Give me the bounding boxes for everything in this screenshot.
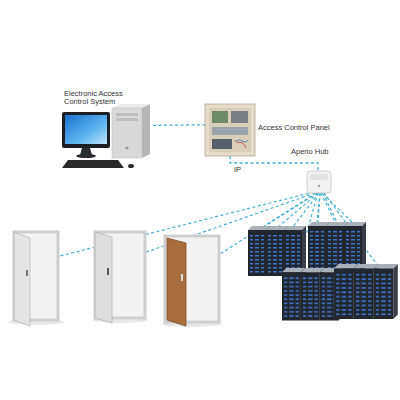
battery	[212, 139, 232, 149]
tower-side	[142, 104, 150, 158]
door-illustration	[8, 232, 64, 326]
panel-illustration	[205, 104, 255, 156]
server-rack	[374, 264, 398, 319]
terminal-block	[212, 127, 248, 135]
wireless-link	[321, 193, 336, 224]
monitor-base	[76, 154, 96, 158]
panel-cabinet	[205, 104, 255, 156]
node-label: Aperio Hub	[291, 148, 329, 157]
power-button	[125, 146, 128, 149]
hub-top	[310, 174, 328, 180]
door-leaf	[14, 232, 30, 326]
wireless-link	[262, 193, 317, 228]
drive-bay	[116, 113, 138, 116]
mouse	[128, 164, 134, 168]
edge-label: IP	[234, 166, 241, 175]
wireless-link	[318, 193, 320, 224]
monitor-screen	[65, 115, 107, 144]
wooden-door-leaf	[167, 238, 186, 326]
door-lock	[107, 268, 109, 275]
dashed-connector	[230, 156, 318, 171]
computer-illustration	[62, 104, 150, 168]
monitor-stand	[80, 148, 92, 155]
door-illustration	[92, 232, 148, 323]
hub-node: Aperio Hub	[307, 171, 331, 193]
node-label: Access Control Panel	[258, 124, 330, 133]
hub-illustration	[307, 171, 331, 193]
tower-front	[112, 108, 142, 158]
panel-interior	[209, 108, 251, 152]
wireless-link	[322, 193, 354, 224]
hub-led	[318, 185, 320, 187]
door-lock	[181, 274, 183, 281]
power-supply	[231, 111, 248, 123]
keyboard	[62, 160, 124, 168]
computer-node: Electronic Access Control System	[58, 108, 153, 170]
panel-node: Access Control Panel	[205, 104, 255, 156]
door-leaf	[95, 232, 112, 323]
door-illustration	[162, 236, 222, 327]
monitor-bezel	[62, 112, 110, 148]
server-racks	[248, 222, 398, 321]
door-lock	[26, 270, 28, 276]
hub-body	[307, 171, 331, 193]
drive-bay	[116, 118, 138, 121]
circuit-board	[212, 111, 228, 123]
node-label: Electronic Access Control System	[64, 90, 144, 107]
wire	[236, 140, 248, 142]
dashed-connector	[153, 124, 205, 126]
